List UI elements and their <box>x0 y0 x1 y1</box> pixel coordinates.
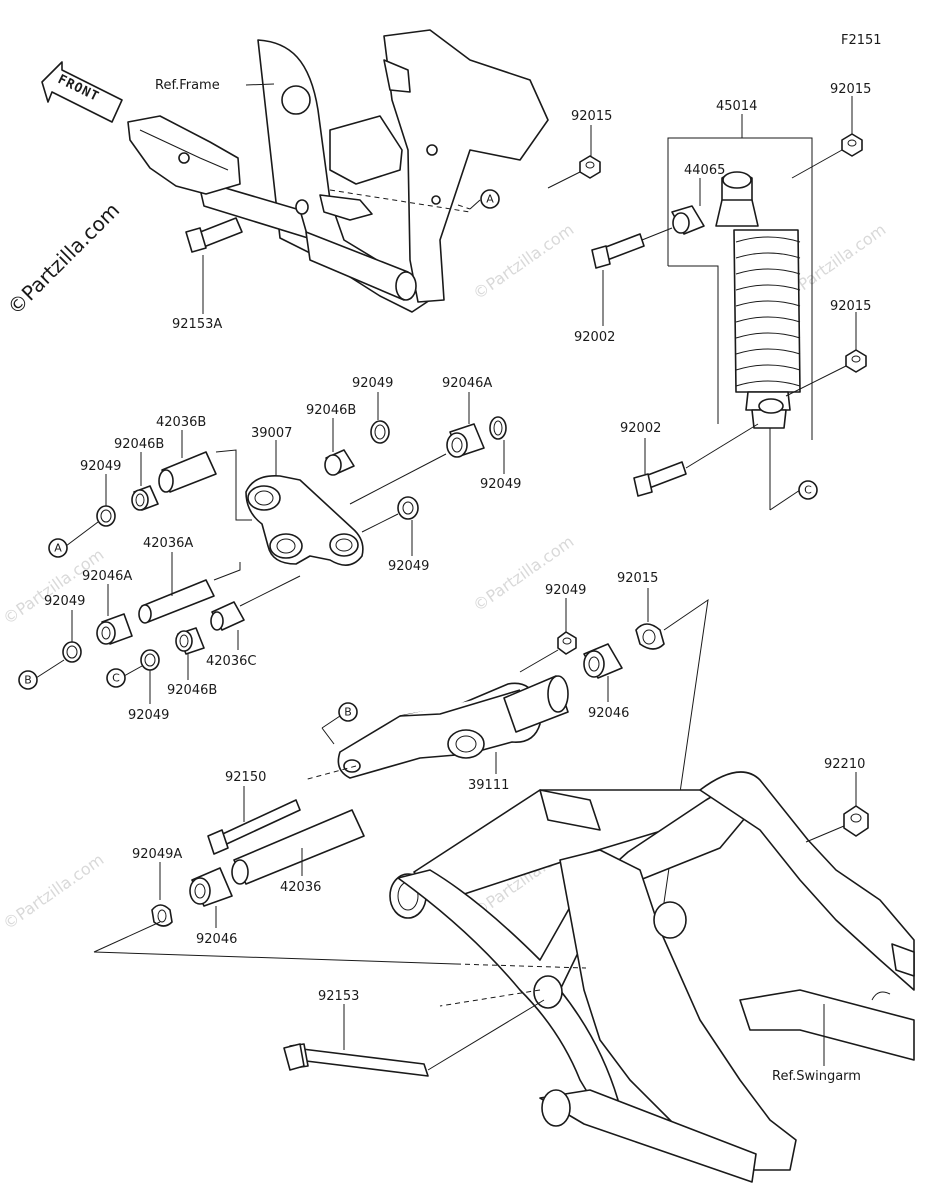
collar-42036a: 42036A <box>138 536 241 624</box>
watermark: ©Partzilla.com <box>469 532 577 615</box>
nut-92015-right-top: 92015 <box>791 82 871 179</box>
front-arrow-icon: FRONT <box>41 61 123 123</box>
bearing-92046b-top: 92046B <box>306 403 356 476</box>
bolt-92002-lower: 92002 <box>620 421 759 497</box>
svg-text:A: A <box>486 193 494 206</box>
bolt-92153: 92153 <box>283 989 545 1077</box>
part-label: 39007 <box>251 426 292 441</box>
watermark-strong: ©Partzilla.com <box>3 198 125 320</box>
rocker-arm-39007: 39007 <box>245 426 364 566</box>
part-label: 92210 <box>824 757 865 772</box>
svg-text:B: B <box>344 706 352 719</box>
part-label: 92015 <box>571 109 612 124</box>
part-label: 42036 <box>280 880 321 895</box>
part-label: 92046A <box>442 376 492 391</box>
part-label: 92049 <box>352 376 393 391</box>
bearing-92046a-lower: 92046A <box>82 569 133 645</box>
bearing-92046b-left: 92046B <box>114 437 164 511</box>
nut-92210: 92210 <box>805 757 869 843</box>
bearing-92046b-lower: 92046B <box>167 627 217 698</box>
part-label: 92153A <box>172 317 222 332</box>
collar-42036: 42036 <box>231 809 365 895</box>
figure-code: F2151 <box>841 33 882 48</box>
part-label: 92049 <box>128 708 169 723</box>
callout-a-top: A <box>457 189 500 210</box>
bearing-92046a-upper: 92046A <box>349 376 492 505</box>
part-label: 92150 <box>225 770 266 785</box>
nut-92015-top: 92015 <box>547 109 612 189</box>
watermark: ©Partzilla.com <box>0 850 107 933</box>
part-label: 92046B <box>114 437 164 452</box>
nut-92015-right-bottom: 92015 <box>785 299 871 397</box>
ref-swingarm-label: Ref.Swingarm <box>772 1069 861 1084</box>
seal-92049a-upper: 92015 <box>617 571 709 931</box>
bolt-92002-upper: 92002 <box>574 227 673 345</box>
bolt-92150: 92150 <box>207 770 301 855</box>
part-label: 92049 <box>480 477 521 492</box>
seal-92049-far-left: 92049 A <box>48 459 121 558</box>
bearing-92046-middle: 92046 <box>583 643 629 721</box>
seal-92049-top: 92049 <box>352 376 393 444</box>
part-label: 39111 <box>468 778 509 793</box>
svg-text:B: B <box>24 674 32 687</box>
part-label: 44065 <box>684 163 725 178</box>
part-label: 42036B <box>156 415 206 430</box>
part-label: 92002 <box>574 330 615 345</box>
bearing-92046-lower: 92046 <box>189 867 237 947</box>
seal-92049-right: 92049 <box>480 416 521 492</box>
part-label: 92015 <box>617 571 658 586</box>
part-label: 92015 <box>830 82 871 97</box>
seal-92049-lower-left: 92049 B <box>18 594 85 690</box>
part-label: 42036C <box>206 654 256 669</box>
part-label: 45014 <box>716 99 757 114</box>
watermark: ©Partzilla.com <box>0 545 107 628</box>
seal-92049-c: 92049 C <box>106 649 169 723</box>
ref-frame-label: Ref.Frame <box>155 78 220 93</box>
svg-text:A: A <box>54 542 62 555</box>
part-label: 42036A <box>143 536 193 551</box>
bolt-92153a: 92153A <box>172 199 309 332</box>
part-label: 92049A <box>132 847 182 862</box>
part-label: 92002 <box>620 421 661 436</box>
part-label: 92046A <box>82 569 132 584</box>
part-label: 92049 <box>80 459 121 474</box>
part-label: 92049 <box>44 594 85 609</box>
tie-rod-39111: 39111 B <box>303 675 569 793</box>
part-label: 92049 <box>545 583 586 598</box>
part-label: 92046 <box>588 706 629 721</box>
part-label: 92046B <box>167 683 217 698</box>
part-label: 92049 <box>388 559 429 574</box>
shock-absorber: 45014 C <box>667 99 818 511</box>
svg-text:C: C <box>112 672 120 685</box>
frame-drawing: Ref.Frame <box>127 29 549 313</box>
collar-42036c: 42036C <box>206 575 301 669</box>
part-label: 92153 <box>318 989 359 1004</box>
svg-text:C: C <box>804 484 812 497</box>
part-label: 92015 <box>830 299 871 314</box>
part-label: 92046B <box>306 403 356 418</box>
seal-92049a-lower: 92049A <box>93 847 457 965</box>
watermark: ©Partzilla.com <box>469 220 577 303</box>
collar-44065: 44065 <box>671 163 725 235</box>
part-label: 92046 <box>196 932 237 947</box>
swingarm-drawing: Ref.Swingarm <box>389 771 915 1183</box>
seal-92049-middle: 92049 <box>361 496 429 574</box>
nut-92015-middle: 92049 <box>519 583 586 673</box>
collar-42036b: 42036B <box>156 415 252 521</box>
